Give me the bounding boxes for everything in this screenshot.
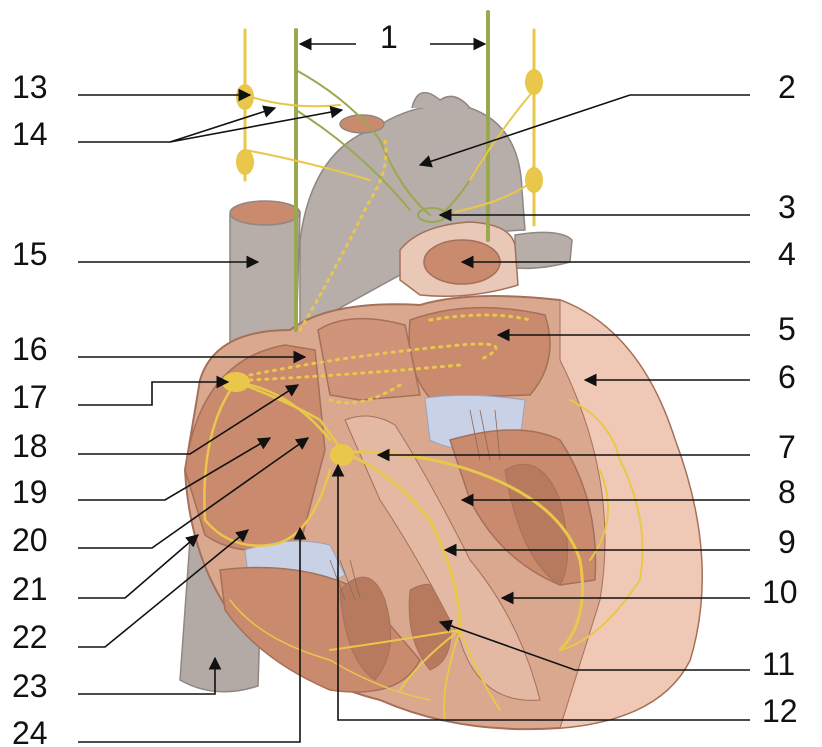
label-24: 24 [12, 715, 48, 747]
label-11: 11 [762, 646, 795, 682]
label-10: 10 [762, 574, 798, 610]
label-12: 12 [762, 693, 798, 729]
label-4: 4 [778, 236, 796, 272]
label-18: 18 [12, 428, 48, 464]
label-3: 3 [778, 189, 796, 225]
atrioventricular-node [330, 444, 354, 466]
label-17: 17 [12, 379, 48, 415]
leader-21 [78, 535, 198, 598]
label-2: 2 [778, 69, 796, 105]
label-5: 5 [778, 311, 796, 347]
sympathetic-ganglion-upper [236, 84, 254, 110]
label-23: 23 [12, 668, 48, 704]
label-21: 21 [12, 571, 48, 607]
label-6: 6 [778, 359, 796, 395]
sympathetic-ganglion-right-upper [525, 69, 543, 95]
sympathetic-ganglion-right-lower [525, 167, 543, 193]
label-7: 7 [778, 429, 796, 465]
label-19: 19 [12, 474, 48, 510]
label-22: 22 [12, 619, 48, 655]
label-15: 15 [12, 236, 48, 272]
label-16: 16 [12, 331, 48, 367]
label-8: 8 [778, 474, 796, 510]
label-14: 14 [12, 116, 48, 152]
label-20: 20 [12, 522, 48, 558]
label-9: 9 [778, 524, 796, 560]
label-13: 13 [12, 69, 48, 105]
sympathetic-ganglion-lower [236, 149, 254, 175]
label-1: 1 [380, 19, 398, 55]
